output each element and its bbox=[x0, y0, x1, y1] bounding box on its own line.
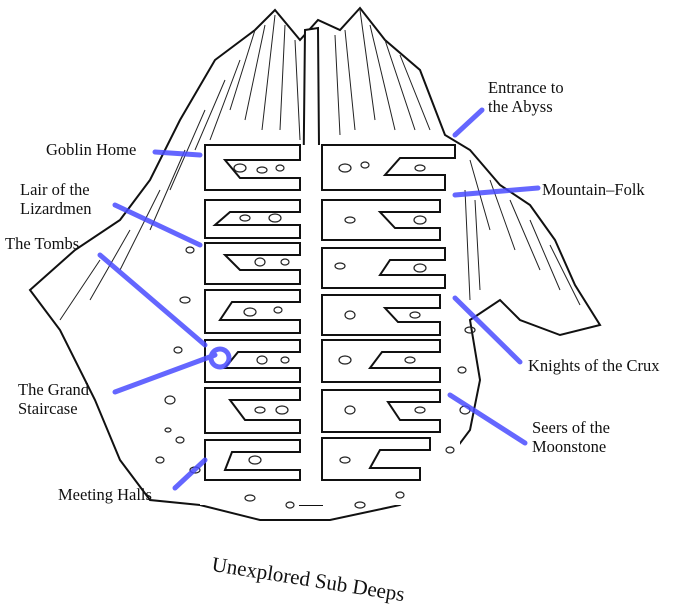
leader-staircase bbox=[112, 352, 218, 395]
staircase-marker bbox=[208, 346, 232, 370]
label-mountain-folk: Mountain–Folk bbox=[542, 180, 645, 199]
leader-lines bbox=[97, 107, 541, 491]
leader-lizardmen bbox=[112, 202, 203, 248]
galleries-left bbox=[204, 144, 301, 481]
leader-knights bbox=[452, 295, 523, 365]
leader-tombs bbox=[97, 252, 208, 348]
leader-seers bbox=[447, 392, 528, 446]
rubble-stones bbox=[155, 161, 476, 509]
label-the-tombs: The Tombs bbox=[5, 234, 80, 253]
leader-goblin-home bbox=[152, 149, 203, 158]
label-knights-of-the-crux: Knights of the Crux bbox=[528, 356, 660, 375]
label-goblin-home: Goblin Home bbox=[46, 140, 137, 159]
galleries-right bbox=[321, 144, 456, 481]
label-meeting-halls: Meeting Halls bbox=[58, 485, 152, 504]
leader-entrance bbox=[452, 107, 485, 138]
leader-meeting-halls bbox=[172, 457, 208, 491]
leader-mountain-folk bbox=[452, 185, 541, 198]
